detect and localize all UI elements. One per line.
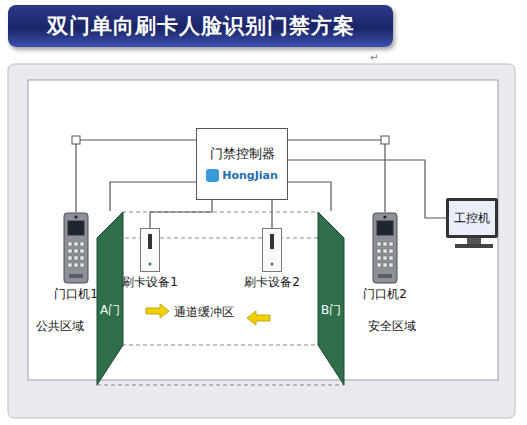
card-reader: 刷卡设备2 <box>262 228 282 272</box>
connector-line <box>271 200 272 228</box>
corridor-edge <box>97 385 344 386</box>
keypad-key <box>383 256 387 260</box>
node-text: 门口机1 <box>54 287 98 301</box>
keypad-key <box>389 263 393 267</box>
outer-panel <box>8 64 515 418</box>
area-label: 公共区域 <box>36 318 84 335</box>
speaker-grille <box>378 274 392 278</box>
card-reader: 刷卡设备1 <box>140 228 160 272</box>
device-body <box>64 213 88 283</box>
reader-slot <box>270 234 274 249</box>
device-body <box>373 213 397 283</box>
device-screen <box>68 221 84 235</box>
node-text: B门 <box>321 303 341 317</box>
door-panel: A门 <box>96 211 124 386</box>
flow-arrow <box>247 311 270 325</box>
keypad-key <box>377 249 381 253</box>
keypad-key <box>68 242 72 246</box>
connector-line <box>288 160 446 218</box>
keypad-key <box>68 249 72 253</box>
title-banner: 双门单向刷卡人脸识别门禁方案 <box>8 5 393 47</box>
connector-line <box>288 140 385 212</box>
door-panel: B门 <box>317 211 345 386</box>
reader-body <box>141 229 160 272</box>
speaker-grille <box>69 274 83 278</box>
reader-led <box>149 263 152 266</box>
area-label: ↵ <box>370 52 378 63</box>
keypad-key <box>74 249 78 253</box>
node-text: HongJian <box>222 169 278 182</box>
doorA-shape <box>96 211 124 386</box>
keypad-key <box>80 263 84 267</box>
reader-slot <box>148 234 152 249</box>
connector-line <box>150 200 212 228</box>
door-shape <box>318 212 344 385</box>
door-station: 门口机2 <box>372 212 398 284</box>
keypad-key <box>383 249 387 253</box>
logo-row: HongJian <box>206 169 278 182</box>
keypad-key <box>383 263 387 267</box>
keypad-key <box>377 263 381 267</box>
lock-symbol <box>381 136 389 144</box>
keypad-key <box>80 256 84 260</box>
monitor-base <box>455 244 493 248</box>
keypad-key <box>383 242 387 246</box>
keypad-key <box>389 242 393 246</box>
corridor-edge <box>122 345 318 346</box>
camera-dot <box>383 215 386 218</box>
card-shape <box>140 228 160 272</box>
area-label: 通道缓冲区 <box>174 304 234 321</box>
device-screen <box>377 221 393 235</box>
door-station: 门口机1 <box>63 212 89 284</box>
doorB-shape <box>317 211 345 386</box>
controller-box: 门禁控制器 HongJian <box>196 128 288 200</box>
node-text: 刷卡设备1 <box>122 275 178 289</box>
keypad-key <box>389 249 393 253</box>
connector-line <box>110 182 196 211</box>
node-text: 刷卡设备2 <box>244 275 300 289</box>
node-text: 工控机 <box>454 211 490 225</box>
keypad-key <box>80 242 84 246</box>
node-text: 门禁控制器 <box>210 146 275 162</box>
connector-line <box>76 140 196 212</box>
camera-dot <box>74 215 77 218</box>
card-shape <box>262 228 282 272</box>
phone-shape <box>63 212 89 284</box>
reader-body <box>263 229 282 272</box>
door-shape <box>97 212 123 385</box>
connector-line <box>288 182 331 211</box>
reader-led <box>271 263 274 266</box>
keypad-key <box>74 263 78 267</box>
corridor-edge <box>97 238 344 239</box>
logo-icon <box>206 169 219 182</box>
keypad-key <box>377 256 381 260</box>
keypad-key <box>74 242 78 246</box>
keypad-key <box>389 256 393 260</box>
keypad-key <box>80 249 84 253</box>
keypad-key <box>74 256 78 260</box>
flow-arrow <box>146 304 169 318</box>
corridor-outline <box>97 212 344 385</box>
phone-shape <box>372 212 398 284</box>
keypad-key <box>68 256 72 260</box>
node-text: A门 <box>100 303 120 317</box>
area-label: 安全区域 <box>368 318 416 335</box>
monitor-stand <box>467 238 481 244</box>
keypad-key <box>68 263 72 267</box>
node-text: 门口机2 <box>363 287 407 301</box>
title-text: 双门单向刷卡人脸识别门禁方案 <box>47 12 355 40</box>
lock-symbol <box>72 136 80 144</box>
industrial-pc: 工控机 <box>446 198 498 238</box>
keypad-key <box>377 242 381 246</box>
